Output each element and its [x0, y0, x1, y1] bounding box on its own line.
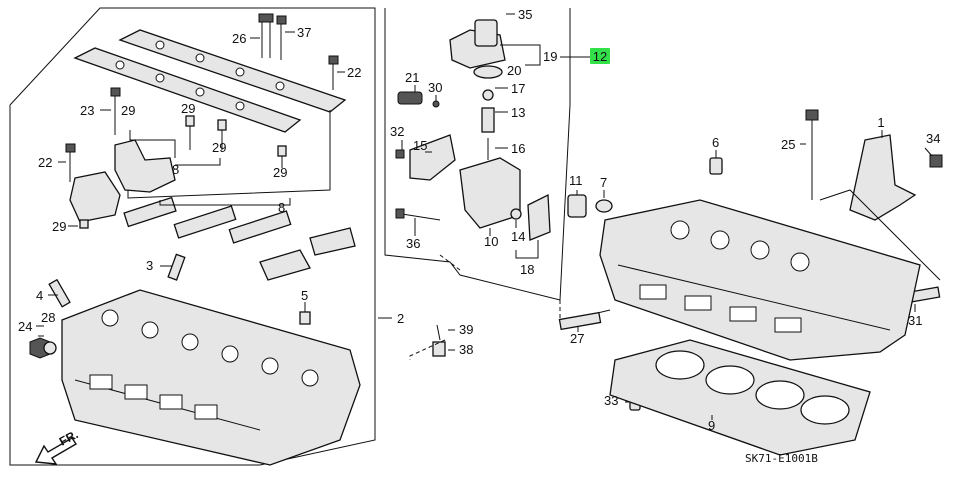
label-19: 19	[543, 49, 557, 64]
cylinder-head-bare	[599, 199, 921, 361]
label-8-top: 8	[172, 162, 179, 177]
label-33: 33	[604, 393, 618, 408]
label-20: 20	[507, 63, 521, 78]
label-3: 3	[146, 258, 153, 273]
label-16: 16	[511, 141, 525, 156]
label-15: 15	[413, 138, 427, 153]
cylinder-head-assembled	[61, 289, 361, 466]
label-28: 28	[41, 310, 55, 325]
diagram-reference-code: SK71-E1001B	[745, 452, 818, 465]
label-2: 2	[397, 311, 404, 326]
label-36: 36	[406, 236, 420, 251]
label-29-c: 29	[212, 140, 226, 155]
label-29-d: 29	[273, 165, 287, 180]
label-4: 4	[36, 288, 43, 303]
leader-lines	[36, 13, 941, 420]
part-labels: 1 2 3 4 5 6 7 8 8 9 10 11 12 13 14 15 16…	[18, 7, 940, 433]
head-gasket	[609, 339, 871, 456]
label-27: 27	[570, 331, 584, 346]
small-hardware	[29, 13, 339, 359]
label-26: 26	[232, 31, 246, 46]
vtec-assembly-border	[384, 8, 571, 301]
label-30: 30	[428, 80, 442, 95]
label-8-bottom: 8	[278, 200, 285, 215]
label-17: 17	[511, 81, 525, 96]
label-29-a: 29	[121, 103, 135, 118]
label-38: 38	[459, 342, 473, 357]
label-21: 21	[405, 70, 419, 85]
arrow-down-left-icon	[34, 437, 77, 465]
label-9: 9	[708, 418, 715, 433]
label-22-top: 22	[347, 65, 361, 80]
label-5: 5	[301, 288, 308, 303]
label-6: 6	[712, 135, 719, 150]
label-37: 37	[297, 25, 311, 40]
label-29-e: 29	[52, 219, 66, 234]
label-29-b: 29	[181, 101, 195, 116]
label-18: 18	[520, 262, 534, 277]
label-23: 23	[80, 103, 94, 118]
label-35: 35	[518, 7, 532, 22]
front-direction-indicator: FR.	[34, 427, 80, 465]
label-22-left: 22	[38, 155, 52, 170]
label-1: 1	[877, 115, 884, 130]
label-39: 39	[459, 322, 473, 337]
label-7: 7	[600, 175, 607, 190]
label-25: 25	[781, 137, 795, 152]
rocker-arms	[69, 139, 356, 281]
label-13: 13	[511, 105, 525, 120]
rocker-shaft-assembly	[73, 29, 347, 133]
label-24: 24	[18, 319, 32, 334]
label-14: 14	[511, 229, 525, 244]
label-31: 31	[908, 313, 922, 328]
highlight-box	[590, 48, 610, 64]
left-assembly-border	[9, 7, 376, 466]
label-12: 12	[593, 49, 607, 64]
label-34: 34	[926, 131, 940, 146]
highlighted-part-12: 12	[590, 48, 610, 64]
label-11: 11	[569, 173, 583, 188]
label-10: 10	[484, 234, 498, 249]
label-32: 32	[390, 124, 404, 139]
vtec-solenoid-parts	[395, 19, 551, 241]
